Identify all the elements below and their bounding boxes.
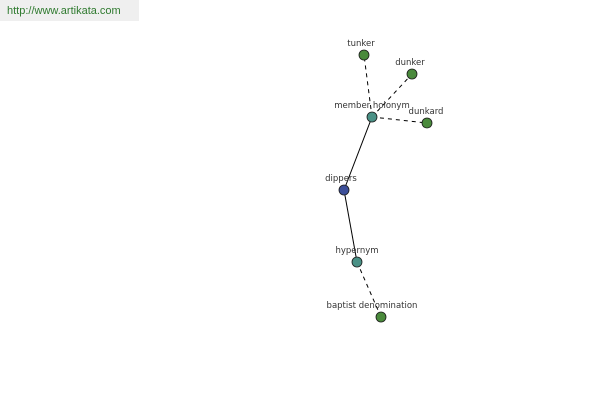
watermark-url[interactable]: http://www.artikata.com xyxy=(7,4,121,17)
node-marker-baptist-denomination[interactable] xyxy=(375,311,387,323)
node-marker-member-holonym[interactable] xyxy=(366,111,378,123)
node-label-dunker[interactable]: dunker xyxy=(395,58,425,68)
edge-member-holonym-to-tunker xyxy=(363,54,373,118)
node-hypernym[interactable]: hypernym xyxy=(335,246,379,268)
edge-member-holonym-to-dunkard xyxy=(371,116,428,124)
node-label-baptist-denomination[interactable]: baptist denomination xyxy=(327,301,418,311)
edges-layer xyxy=(343,54,428,318)
edge-dippers-to-hypernym xyxy=(343,189,358,263)
node-marker-dippers[interactable] xyxy=(338,184,350,196)
node-marker-hypernym[interactable] xyxy=(351,256,363,268)
node-baptist-denomination[interactable]: baptist denomination xyxy=(327,301,418,323)
node-dippers[interactable]: dippers xyxy=(325,174,357,196)
node-label-tunker[interactable]: tunker xyxy=(347,39,375,49)
node-marker-dunker[interactable] xyxy=(406,68,418,80)
node-dunker[interactable]: dunker xyxy=(395,58,425,80)
edge-dippers-to-member-holonym xyxy=(343,116,373,191)
node-member-holonym[interactable]: member holonym xyxy=(334,101,410,123)
edge-member-holonym-to-dunker xyxy=(371,73,413,118)
watermark-banner: http://www.artikata.com xyxy=(0,0,139,21)
node-marker-tunker[interactable] xyxy=(358,49,370,61)
node-label-dunkard[interactable]: dunkard xyxy=(409,107,444,117)
node-tunker[interactable]: tunker xyxy=(347,39,375,61)
node-label-member-holonym[interactable]: member holonym xyxy=(334,101,409,111)
node-marker-dunkard[interactable] xyxy=(421,117,433,129)
node-dunkard[interactable]: dunkard xyxy=(409,107,444,129)
node-label-dippers[interactable]: dippers xyxy=(325,174,357,184)
edge-hypernym-to-baptist-denomination xyxy=(356,261,382,318)
node-label-hypernym[interactable]: hypernym xyxy=(335,246,378,256)
